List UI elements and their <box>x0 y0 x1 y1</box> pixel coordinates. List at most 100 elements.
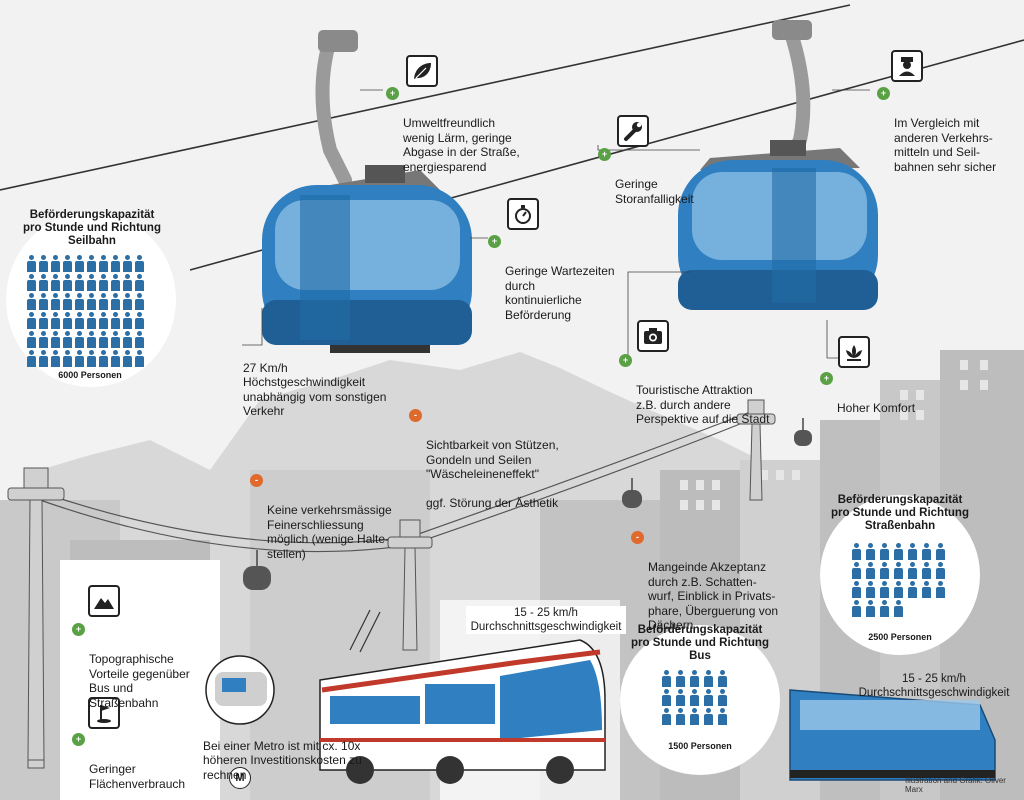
person-icon <box>75 274 84 291</box>
person-icon <box>123 350 132 367</box>
stopwatch-icon <box>507 198 539 230</box>
person-icon <box>718 708 727 725</box>
person-icon <box>880 543 889 560</box>
person-icon <box>27 255 36 272</box>
person-icon <box>676 708 685 725</box>
person-icon <box>111 331 120 348</box>
person-icon <box>63 274 72 291</box>
person-icon <box>99 274 108 291</box>
person-icon <box>27 350 36 367</box>
person-icon <box>704 670 713 687</box>
person-icon <box>852 581 861 598</box>
person-icon <box>27 274 36 291</box>
seilbahn-capacity-count: 6000 Personen <box>58 370 122 380</box>
person-icon <box>936 543 945 560</box>
person-icon <box>39 350 48 367</box>
metro-icon: M <box>229 767 251 789</box>
person-icon <box>922 543 931 560</box>
person-icon <box>908 562 917 579</box>
person-icon <box>866 600 875 617</box>
person-icon <box>63 331 72 348</box>
large-gondola-right <box>678 20 878 310</box>
large-gondola-left <box>262 30 472 353</box>
person-icon <box>39 312 48 329</box>
annotation-metro: Bei einer Metro ist mit cx. 10x höheren … <box>203 724 362 782</box>
person-icon <box>87 331 96 348</box>
person-icon <box>936 562 945 579</box>
person-icon <box>27 293 36 310</box>
person-icon <box>852 562 861 579</box>
small-gondola-1 <box>243 550 271 590</box>
leaf-icon <box>406 55 438 87</box>
person-icon <box>75 255 84 272</box>
person-icon <box>111 293 120 310</box>
person-icon <box>135 331 144 348</box>
small-gondola-3 <box>794 418 812 446</box>
tower-left <box>7 467 65 769</box>
annotation-sicht-text: Sichtbarkeit von Stützen, Gondeln und Se… <box>426 438 559 510</box>
annotation-sicher: + Im Vergleich mit anderen Verkehrs- mit… <box>877 87 996 174</box>
person-icon <box>704 689 713 706</box>
small-gondola-2 <box>622 478 642 508</box>
annotation-flaechenverbrauch: + Geringer Flächenverbrauch <box>72 733 185 791</box>
tram-speed-label: 15 - 25 km/h Durchschnittsgeschwindigkei… <box>858 673 1010 699</box>
person-icon <box>894 543 903 560</box>
plus-icon: + <box>72 623 85 636</box>
person-icon <box>123 312 132 329</box>
person-icon <box>676 689 685 706</box>
annotation-warte-text: Geringe Wartezeiten durch kontinuierlich… <box>505 264 615 322</box>
person-icon <box>99 255 108 272</box>
annotation-komfort-text: Hoher Komfort <box>837 401 916 415</box>
annotation-umwelt-text: Umweltfreundlich wenig Lärm, geringe Abg… <box>403 116 520 174</box>
building-windows <box>680 360 988 510</box>
person-icon <box>852 600 861 617</box>
plus-icon: + <box>386 87 399 100</box>
person-icon <box>39 293 48 310</box>
annotation-speed-text: 27 Km/h Höchstgeschwindigkeit unabhängig… <box>243 360 387 419</box>
person-icon <box>690 689 699 706</box>
person-icon <box>39 255 48 272</box>
person-icon <box>123 331 132 348</box>
person-icon <box>662 708 671 725</box>
person-icon <box>51 350 60 367</box>
person-icon <box>123 255 132 272</box>
person-icon <box>704 708 713 725</box>
plus-icon: + <box>619 354 632 367</box>
person-icon <box>718 689 727 706</box>
annotation-wartezeiten: + Geringe Wartezeiten durch kontinuierli… <box>488 235 615 322</box>
person-icon <box>39 331 48 348</box>
person-icon <box>27 331 36 348</box>
camera-icon <box>637 320 669 352</box>
minus-icon: - <box>631 531 644 544</box>
person-icon <box>894 581 903 598</box>
strassenbahn-capacity-title: Beförderungskapazität pro Stunde und Ric… <box>831 494 969 532</box>
annotation-topographie: + Topographische Vorteile gegenüber Bus … <box>72 623 190 710</box>
left-white-panel <box>60 560 220 800</box>
person-icon <box>880 581 889 598</box>
person-icon <box>908 581 917 598</box>
person-icon <box>111 350 120 367</box>
tower-right <box>736 399 776 501</box>
person-icon <box>866 562 875 579</box>
person-icon <box>718 670 727 687</box>
annotation-stoer-text: Geringe Storanfalligkeit <box>615 177 694 206</box>
mountain-icon <box>88 585 120 617</box>
person-icon <box>135 293 144 310</box>
golf-flag-icon <box>88 697 120 729</box>
person-icon <box>111 312 120 329</box>
upper-cable-1 <box>0 4 851 191</box>
person-icon <box>894 562 903 579</box>
bus-people-grid <box>662 670 727 725</box>
person-icon <box>662 689 671 706</box>
person-icon <box>63 312 72 329</box>
person-icon <box>99 293 108 310</box>
leader-lines <box>242 89 870 359</box>
annotation-touristische-attraktion: + Touristische Attraktion z.B. durch and… <box>619 354 769 427</box>
plus-icon: + <box>598 148 611 161</box>
person-icon <box>922 581 931 598</box>
person-icon <box>63 350 72 367</box>
minus-icon: - <box>250 474 263 487</box>
bus-speed-label: 15 - 25 km/h Durchschnittsgeschwindigkei… <box>466 606 626 634</box>
person-icon <box>894 600 903 617</box>
